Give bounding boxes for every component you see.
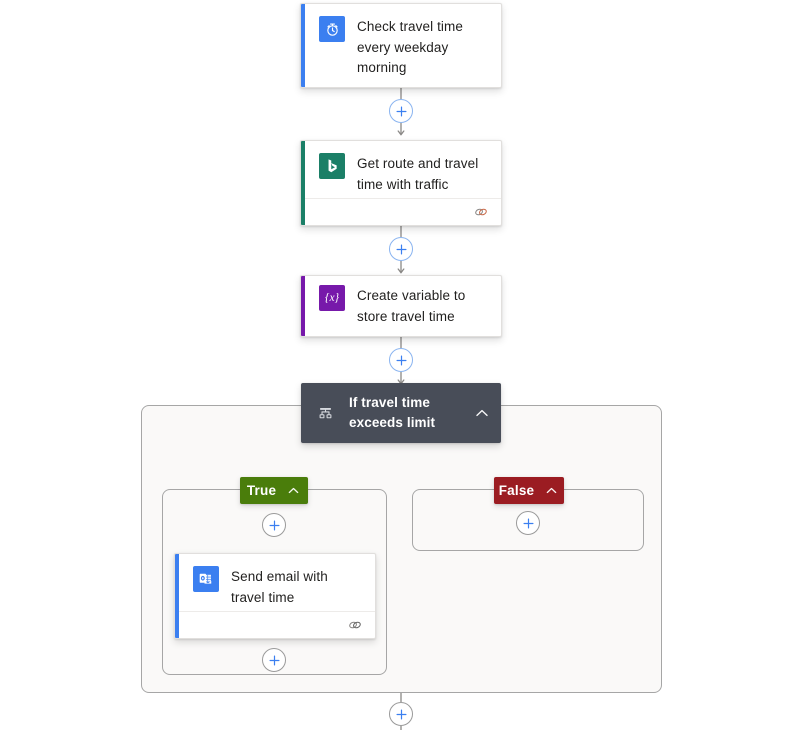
node-title: Send email with travel time [231,569,328,605]
node-send-email-with-travel-time[interactable]: Send email with travel time [174,553,376,639]
node-footer [179,611,375,638]
add-step-button-after-trigger[interactable] [389,99,413,123]
branch-badge-false[interactable]: False [494,477,564,504]
node-footer [305,198,501,225]
node-trigger-recurrence[interactable]: Check travel time every weekday morning [300,3,502,88]
node-title: Create variable to store travel time [357,288,466,324]
chevron-up-icon[interactable] [286,483,301,498]
outlook-icon [193,566,219,592]
add-step-button-after-create-variable[interactable] [389,348,413,372]
alarm-clock-icon [319,16,345,42]
node-create-variable[interactable]: {x} Create variable to store travel time [300,275,502,337]
branch-badge-true[interactable]: True [240,477,308,504]
add-step-button-false-branch[interactable] [516,511,540,535]
bing-maps-icon [319,153,345,179]
node-title: Check travel time every weekday morning [357,19,463,75]
node-title: Get route and travel time with traffic [357,156,479,192]
condition-branch-icon [313,401,337,425]
node-title: If travel time exceeds limit [349,395,436,430]
node-accent-bar [301,276,305,336]
branch-label: True [246,483,277,498]
node-accent-bar [175,554,179,638]
node-accent-bar [301,4,305,87]
variable-icon: {x} [319,285,345,311]
add-step-button-true-branch-bottom[interactable] [262,648,286,672]
chevron-up-icon[interactable] [544,483,559,498]
add-step-button-true-branch-top[interactable] [262,513,286,537]
add-step-button-after-get-route[interactable] [389,237,413,261]
add-step-button-after-condition[interactable] [389,702,413,726]
variable-icon-glyph: {x} [324,292,340,304]
node-condition-if-travel-time-exceeds-limit[interactable]: If travel time exceeds limit [301,383,501,443]
chevron-up-icon[interactable] [473,404,491,422]
connection-link-icon[interactable] [347,618,363,632]
connection-link-icon[interactable] [473,205,489,219]
branch-label: False [498,483,535,498]
node-accent-bar [301,141,305,225]
node-get-route-and-travel-time[interactable]: Get route and travel time with traffic [300,140,502,226]
